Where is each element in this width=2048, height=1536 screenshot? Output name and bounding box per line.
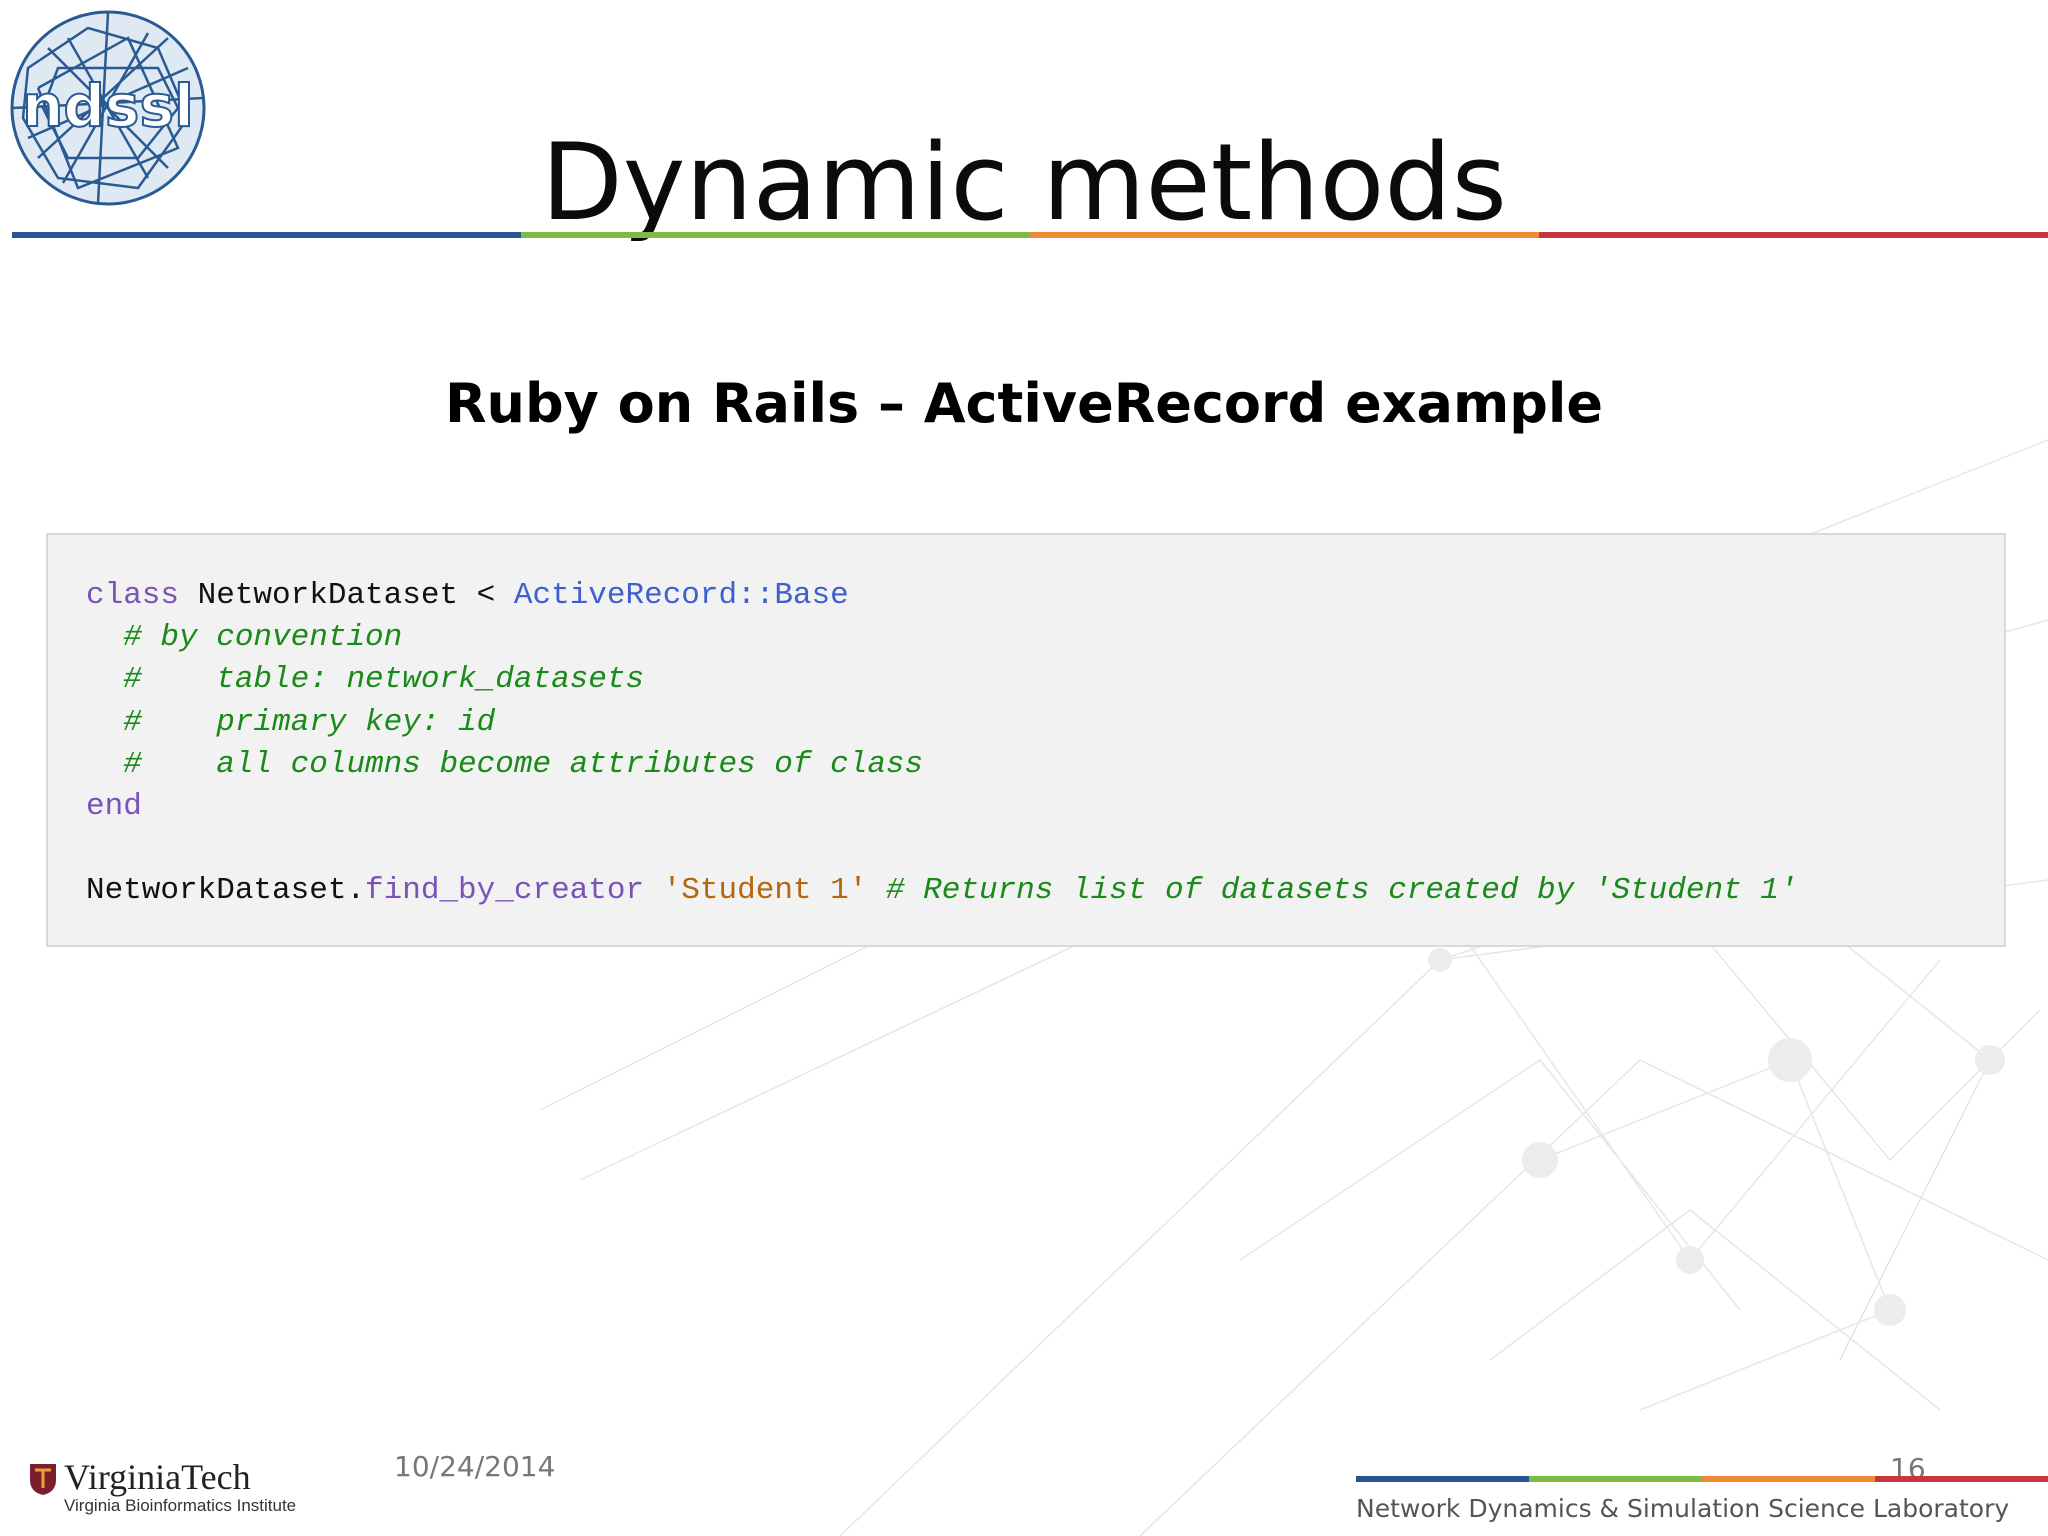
lab-name: Network Dynamics & Simulation Science La… (1356, 1494, 2010, 1523)
ndssl-logo: ndssl (8, 8, 208, 208)
virginia-tech-logo: VirginiaTech Virginia Bioinformatics Ins… (28, 1456, 328, 1518)
title-underline (12, 232, 2048, 238)
code-block: class NetworkDataset < ActiveRecord::Bas… (46, 533, 2006, 947)
code-line-2: # by convention (86, 620, 403, 655)
slide-title: Dynamic methods (541, 121, 1507, 244)
vt-name: VirginiaTech (64, 1457, 251, 1497)
slide-subtitle: Ruby on Rails – ActiveRecord example (444, 372, 1604, 435)
code-line-3: # table: network_datasets (86, 662, 645, 697)
code-line-1: class NetworkDataset < ActiveRecord::Bas… (86, 578, 849, 613)
code-line-6: end (86, 789, 142, 824)
code-line-5: # all columns become attributes of class (86, 747, 924, 782)
code-line-4: # primary key: id (86, 705, 496, 740)
vt-subtitle: Virginia Bioinformatics Institute (64, 1496, 297, 1515)
svg-text:ndssl: ndssl (22, 72, 194, 140)
vt-shield-icon (30, 1464, 56, 1495)
slide-date: 10/24/2014 (394, 1450, 556, 1483)
footer-rule (1356, 1476, 2048, 1482)
code-line-7: NetworkDataset.find_by_creator 'Student … (86, 873, 1798, 908)
